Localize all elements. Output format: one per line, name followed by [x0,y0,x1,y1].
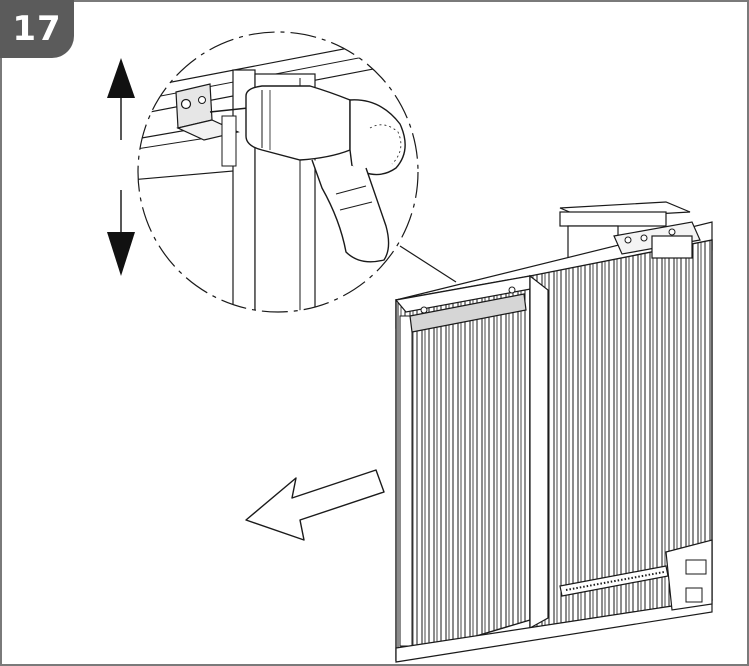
sliding-gate [394,201,713,663]
arrow-left-icon [245,469,385,541]
detail-zoom-circle [137,31,457,313]
mounting-bracket [175,83,240,167]
step-badge: 17 [0,0,74,58]
step-number: 17 [12,9,62,49]
electric-drill-icon [209,85,406,263]
gate-motor [665,539,713,611]
arrow-down-icon [107,190,135,276]
top-guide-bracket [613,221,701,259]
arrow-up-icon [107,58,135,140]
